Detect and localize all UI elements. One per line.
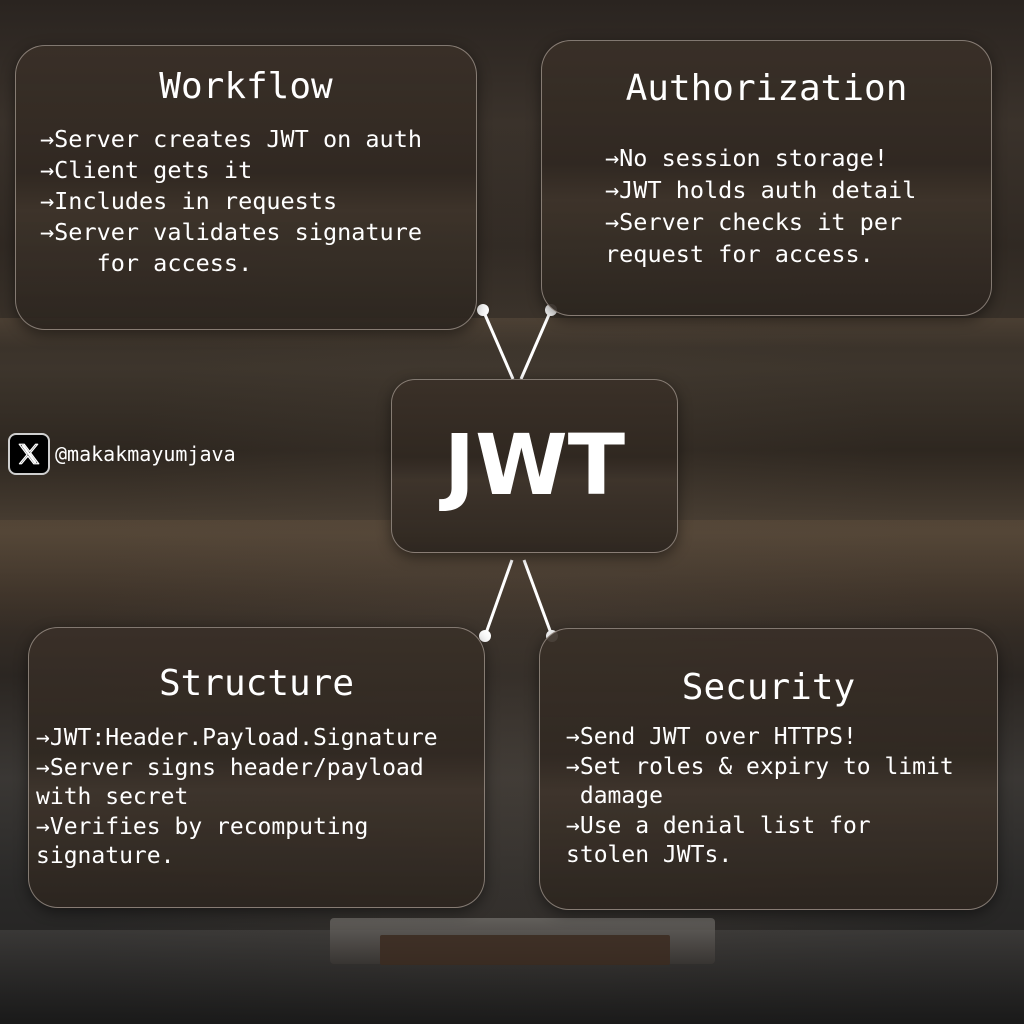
security-body: →Send JWT over HTTPS! →Set roles & expir…	[566, 724, 954, 868]
workflow-body: →Server creates JWT on auth →Client gets…	[40, 125, 423, 277]
security-title: Security	[681, 667, 856, 708]
authorization-title: Authorization	[625, 68, 908, 109]
structure-card: Structure →JWT:Header.Payload.Signature …	[28, 627, 485, 908]
structure-title: Structure	[158, 663, 355, 704]
center-jwt-card: JWT	[391, 379, 678, 553]
structure-body: →JWT:Header.Payload.Signature →Server si…	[36, 725, 438, 869]
x-logo-icon	[8, 433, 50, 475]
authorization-body: →No session storage! →JWT holds auth det…	[605, 144, 917, 268]
workflow-card: Workflow →Server creates JWT on auth →Cl…	[15, 45, 477, 330]
connector-workflow	[481, 309, 515, 380]
authorization-card: Authorization →No session storage! →JWT …	[541, 40, 992, 316]
connector-security	[522, 559, 554, 637]
social-handle-text: @makakmayumjava	[55, 442, 236, 466]
workflow-title: Workflow	[159, 66, 333, 107]
background-tablet-screen	[380, 935, 670, 965]
security-card: Security →Send JWT over HTTPS! →Set role…	[539, 628, 998, 910]
connector-authorization	[519, 309, 553, 380]
connector-dot-structure	[479, 630, 491, 642]
social-handle: @makakmayumjava	[8, 433, 236, 475]
connector-dot-workflow	[477, 304, 489, 316]
center-title: JWT	[443, 416, 626, 514]
connector-structure	[483, 559, 514, 637]
